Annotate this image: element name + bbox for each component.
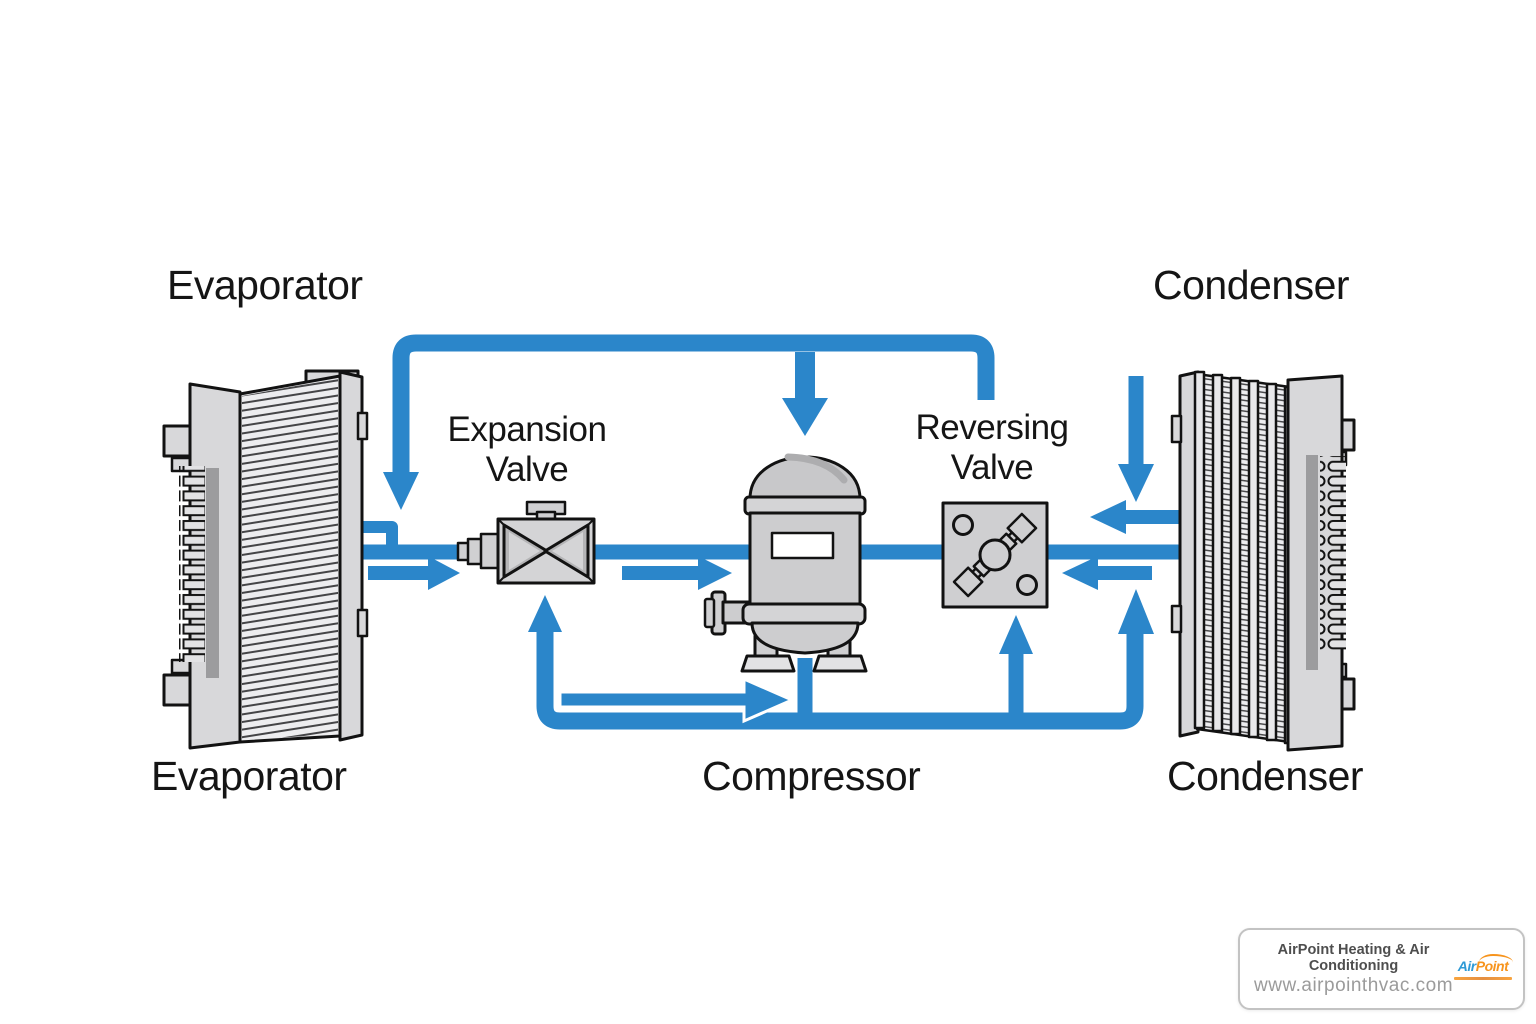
label-compressor: Compressor (702, 753, 921, 799)
flow-arrow-right-from-evaporator (428, 556, 460, 590)
flow-arrow-down-to-compressor (782, 398, 828, 436)
pipe-top-loop (383, 334, 995, 510)
pipe-bottom-loop (528, 589, 1154, 730)
label-reversing-valve-line2: Valve (950, 448, 1034, 487)
watermark-text: AirPoint Heating & Air Conditioning www.… (1240, 942, 1453, 997)
flow-arrow-down-at-condenser (1118, 464, 1154, 502)
flow-arrow-up-to-expansion-valve (528, 595, 562, 632)
flow-arrow-left-from-condenser-upper (1090, 500, 1126, 534)
condenser-illustration (1170, 370, 1356, 752)
label-reversing-valve: Reversing Valve (862, 408, 1122, 488)
logo-tagline-bar (1454, 977, 1513, 980)
logo-text-point: Point (1475, 958, 1509, 974)
flow-arrow-up-to-condenser (1118, 589, 1154, 634)
expansion-valve-illustration (456, 500, 596, 585)
flow-arrow-up-to-reversing-valve (999, 615, 1033, 654)
flow-arrow-left-from-condenser-lower (1062, 556, 1098, 590)
label-condenser-top: Condenser (1153, 262, 1350, 308)
label-expansion-valve-line1: Expansion (447, 410, 607, 449)
watermark-website: www.airpointhvac.com (1254, 974, 1454, 996)
label-expansion-valve-line2: Valve (485, 450, 569, 489)
label-evaporator-bottom: Evaporator (151, 753, 347, 799)
label-expansion-valve: Expansion Valve (397, 410, 657, 490)
flow-arrow-right-bottom-pipe (558, 676, 796, 724)
compressor-illustration (703, 453, 868, 673)
flow-arrow-right-to-compressor (698, 556, 732, 590)
reversing-valve-illustration (941, 501, 1049, 609)
label-evaporator-top: Evaporator (167, 262, 363, 308)
flow-arrow-down-to-evaporator (383, 472, 419, 510)
logo-text-air: Air (1457, 958, 1476, 974)
label-reversing-valve-line1: Reversing (915, 408, 1069, 447)
airpoint-logo: AirPoint (1453, 954, 1523, 980)
logo-roof-arc-icon (1479, 954, 1514, 964)
watermark-company-name: AirPoint Heating & Air Conditioning (1277, 941, 1430, 974)
evaporator-illustration (162, 369, 369, 750)
watermark-card: AirPoint Heating & Air Conditioning www.… (1238, 928, 1525, 1010)
label-condenser-bottom: Condenser (1167, 753, 1364, 799)
